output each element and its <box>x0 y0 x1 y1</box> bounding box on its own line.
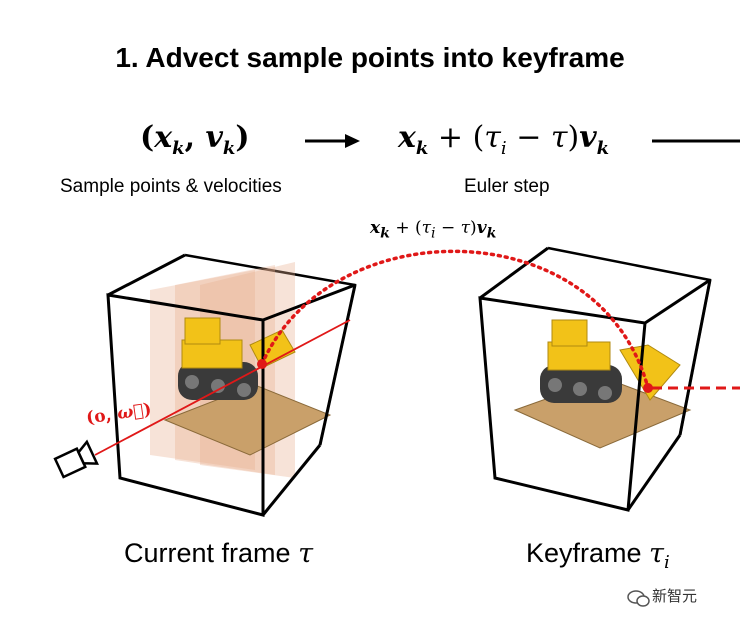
wechat-icon <box>627 590 650 607</box>
camera-icon <box>53 439 99 479</box>
watermark: 新智元 <box>652 585 697 606</box>
bulldozer-icon <box>178 317 296 400</box>
euler-caption: Euler step <box>464 176 550 197</box>
current-frame-cube <box>106 253 357 517</box>
watermark-text: 新智元 <box>652 587 698 605</box>
arc-formula: xk + (τi − τ)vk <box>370 218 497 242</box>
keyframe-cube <box>478 246 712 512</box>
bulldozer-icon <box>540 319 681 403</box>
advection-arc <box>260 249 650 390</box>
advected-point <box>643 383 653 393</box>
current-frame-label: Current frame τ <box>124 538 313 569</box>
arrow-right-icon <box>305 134 360 148</box>
camera-ray <box>94 319 351 456</box>
page-title: 1. Advect sample points into keyframe <box>115 42 625 73</box>
sample-pair-formula: (xk, vk) <box>140 120 250 159</box>
sample-caption: Sample points & velocities <box>60 176 282 197</box>
keyframe-label: Keyframe τi <box>526 538 670 574</box>
euler-formula: xk + (τi − τ)vk <box>398 120 610 159</box>
